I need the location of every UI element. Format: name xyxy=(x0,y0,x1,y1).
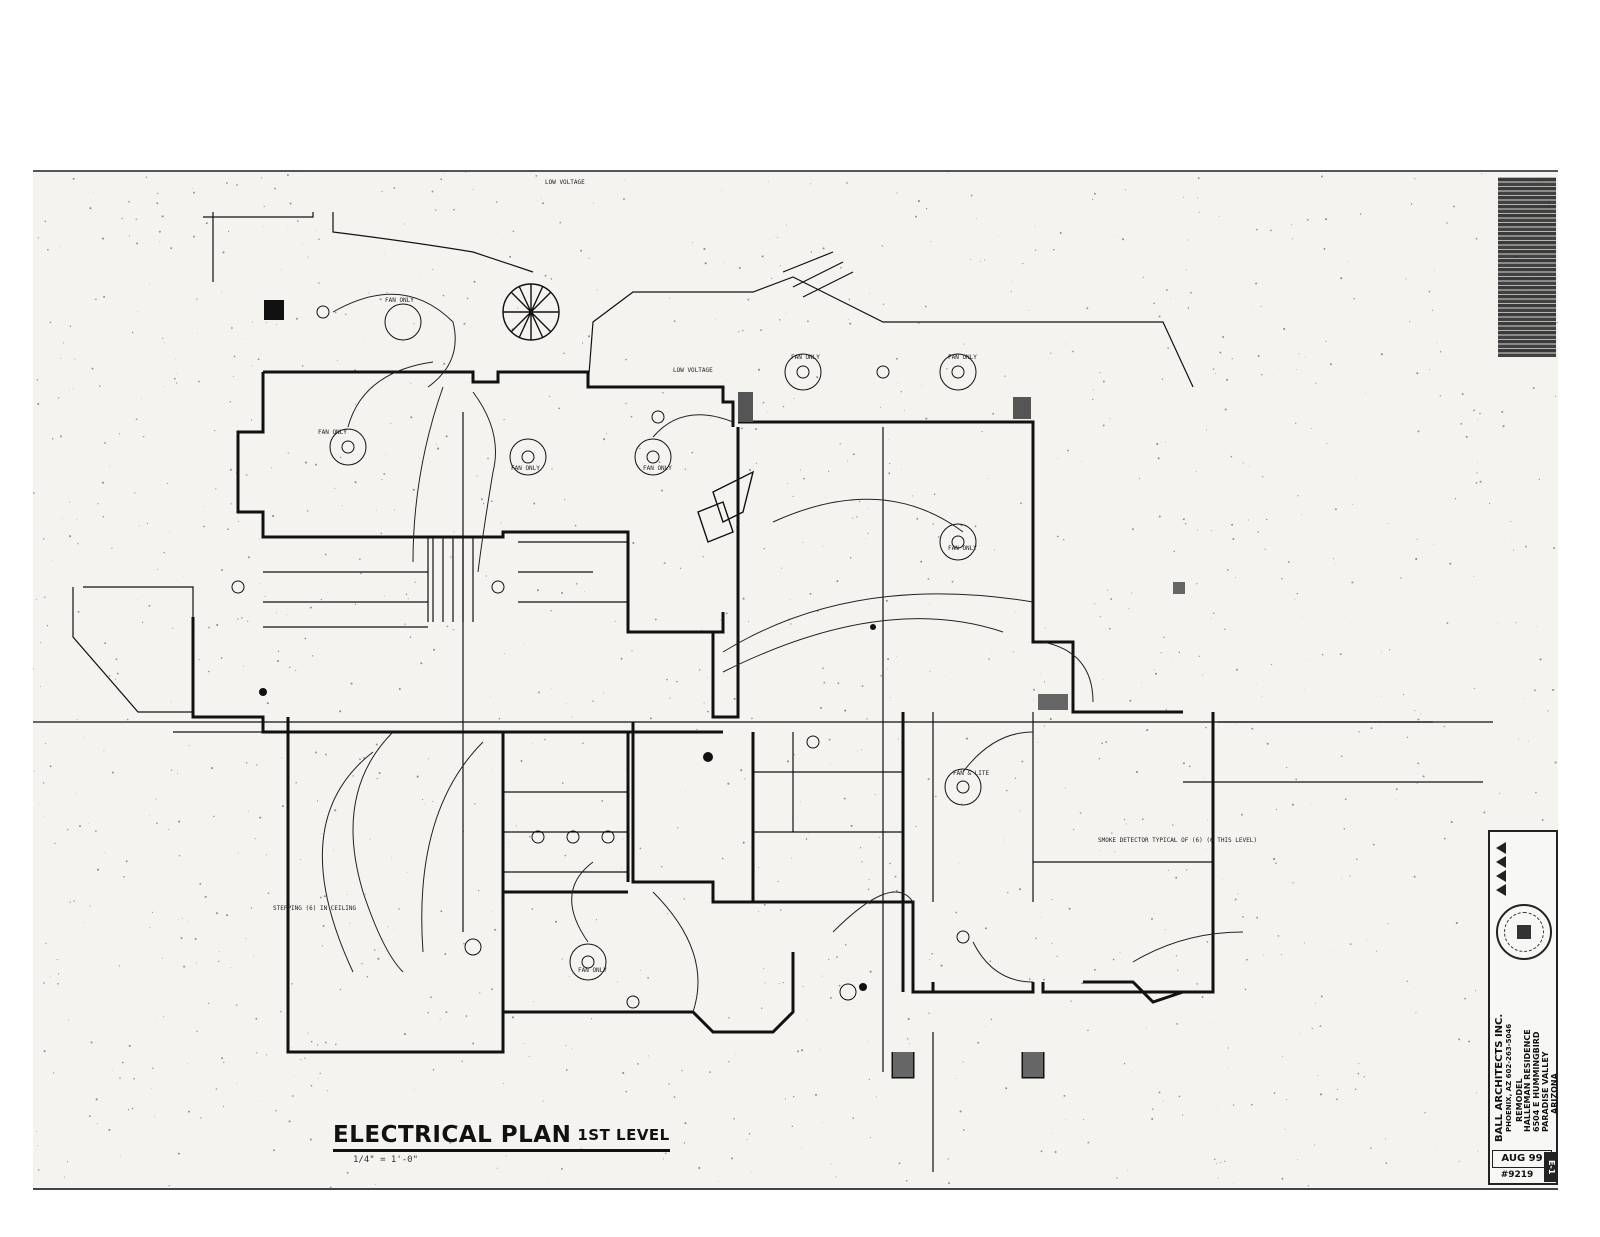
floor-plan: FAN ONLY FAN ONLY FAN ONLY FAN ONLY FAN … xyxy=(33,179,1493,1172)
drawing-title-text: ELECTRICAL PLAN xyxy=(333,1122,572,1148)
drawing-sheet: FAN ONLY FAN ONLY FAN ONLY FAN ONLY FAN … xyxy=(33,170,1558,1190)
project-city: PARADISE VALLEY xyxy=(1541,1051,1550,1132)
firm-name: BALL ARCHITECTS INC. xyxy=(1494,1013,1505,1142)
project-state: ARIZONA xyxy=(1550,1073,1558,1114)
firm-location: PHOENIX, AZ 602-263-5046 xyxy=(1505,1023,1513,1132)
svg-text:SMOKE DETECTOR TYPICAL OF (6): SMOKE DETECTOR TYPICAL OF (6) (6 THIS LE… xyxy=(1098,837,1257,844)
svg-text:FAN & LITE: FAN & LITE xyxy=(953,770,990,777)
revision-triangle-icon xyxy=(1496,870,1506,882)
title-block: BALL ARCHITECTS INC. PHOENIX, AZ 602-263… xyxy=(1488,830,1558,1185)
svg-text:FAN ONLY: FAN ONLY xyxy=(318,429,347,436)
project-address: 6504 E HUMMINGBIRD xyxy=(1532,1031,1541,1132)
svg-text:FAN ONLY: FAN ONLY xyxy=(791,354,820,361)
svg-text:FAN ONLY: FAN ONLY xyxy=(948,354,977,361)
svg-text:FAN ONLY: FAN ONLY xyxy=(511,465,540,472)
job-number: #9219 xyxy=(1500,1170,1534,1180)
revision-triangle-icon xyxy=(1496,884,1506,896)
svg-text:LOW VOLTAGE: LOW VOLTAGE xyxy=(673,367,713,374)
paper-texture xyxy=(33,172,1558,1188)
drawing-title: ELECTRICAL PLAN 1ST LEVEL xyxy=(333,1122,670,1152)
project-name: HALLEMAN RESIDENCE xyxy=(1523,1029,1532,1132)
svg-text:STEPPING (6) IN CEILING: STEPPING (6) IN CEILING xyxy=(273,905,356,912)
sheet-number: E-1 xyxy=(1544,1152,1556,1182)
date-box: AUG 99 xyxy=(1492,1150,1552,1168)
drawing-level: 1ST LEVEL xyxy=(577,1126,670,1144)
architect-seal-icon xyxy=(1496,904,1552,960)
svg-text:LOW VOLTAGE: LOW VOLTAGE xyxy=(545,179,585,186)
revision-triangle-icon xyxy=(1496,842,1506,854)
svg-text:FAN ONLY: FAN ONLY xyxy=(385,297,414,304)
revision-triangle-icon xyxy=(1496,856,1506,868)
svg-text:FAN ONLY: FAN ONLY xyxy=(948,545,977,552)
revision-strip xyxy=(1498,177,1556,357)
svg-text:FAN ONLY: FAN ONLY xyxy=(578,967,607,974)
drawing-scale: 1/4" = 1'-0" xyxy=(353,1155,419,1165)
svg-text:FAN ONLY: FAN ONLY xyxy=(643,465,672,472)
